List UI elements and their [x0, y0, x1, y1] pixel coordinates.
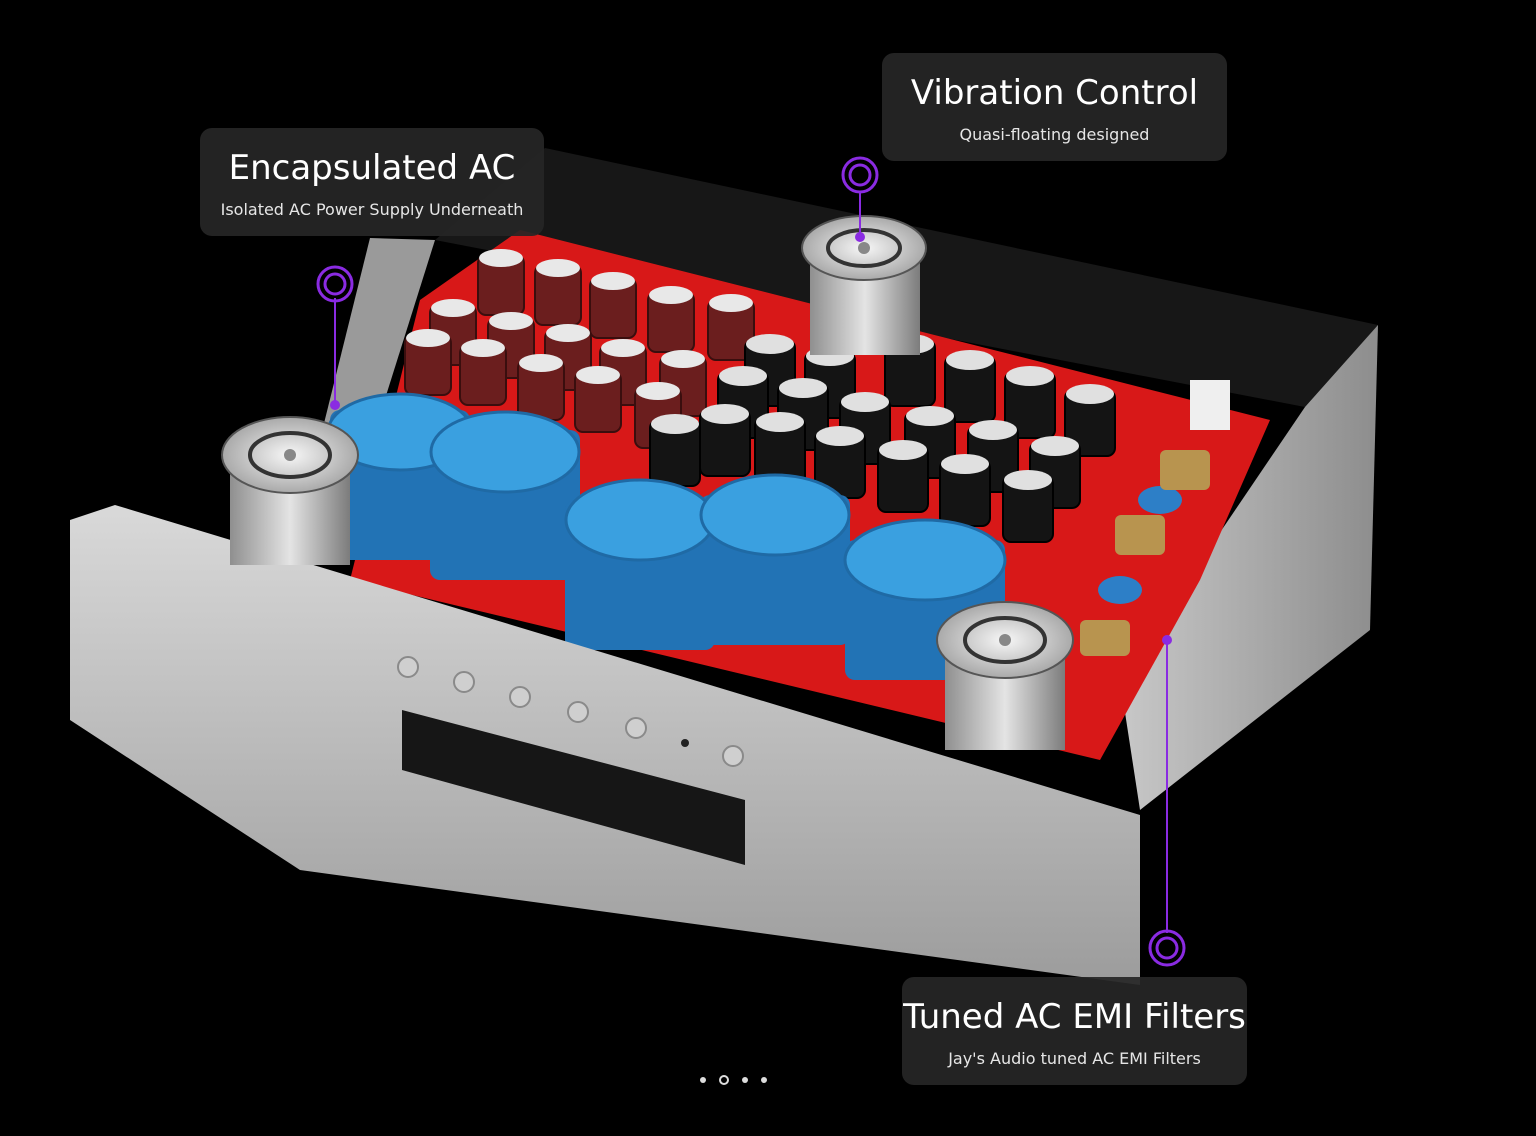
callout-emi-filters: Tuned AC EMI Filters Jay's Audio tuned A… — [902, 977, 1247, 1085]
display-window — [402, 710, 745, 865]
carousel-dot[interactable] — [700, 1077, 706, 1083]
carousel-pagination — [700, 1072, 780, 1088]
callout-title: Vibration Control — [910, 73, 1199, 113]
carousel-dot[interactable] — [761, 1077, 767, 1083]
callout-title: Tuned AC EMI Filters — [903, 997, 1246, 1037]
callout-vibration-control: Vibration Control Quasi-floating designe… — [882, 53, 1227, 161]
callout-title: Encapsulated AC — [228, 148, 516, 188]
hotspot-vibration-marker[interactable] — [841, 156, 879, 242]
chassis-right-wall — [1120, 325, 1378, 810]
callout-description: Jay's Audio tuned AC EMI Filters — [948, 1049, 1201, 1068]
front-buttons — [397, 656, 744, 767]
carousel-dot[interactable] — [742, 1077, 748, 1083]
callout-description: Isolated AC Power Supply Underneath — [220, 200, 524, 219]
isolation-foot-rear — [801, 215, 927, 355]
hotspot-ac-marker[interactable] — [316, 265, 354, 410]
emi-filter-components — [1080, 380, 1230, 656]
callout-encapsulated-ac: Encapsulated AC Isolated AC Power Supply… — [200, 128, 544, 236]
hotspot-emi-marker[interactable] — [1148, 635, 1186, 967]
isolation-foot-left — [221, 416, 359, 565]
isolation-foot-right — [936, 601, 1074, 750]
transformer-bank — [326, 392, 1007, 680]
chassis-front-panel — [70, 505, 1140, 985]
capacitor-bank-black — [649, 334, 1116, 543]
callout-description: Quasi-floating designed — [959, 125, 1150, 144]
carousel-dot-active[interactable] — [719, 1075, 729, 1085]
